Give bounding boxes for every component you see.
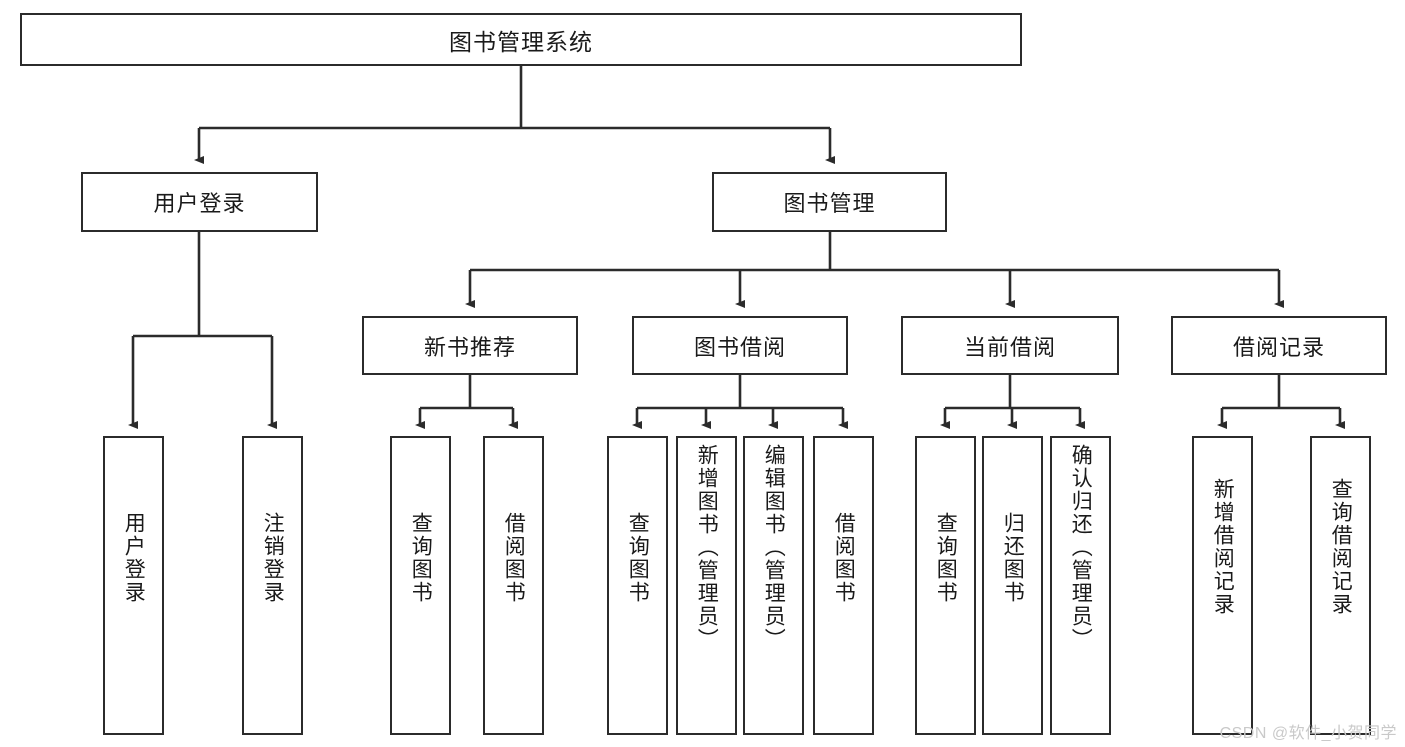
leaf-label: 借阅图书 [832, 512, 856, 604]
leaf-query-book-2[interactable]: 查询图书 [607, 436, 668, 735]
leaf-query-book-1[interactable]: 查询图书 [390, 436, 451, 735]
leaf-label: 新增图书（管理员） [695, 444, 719, 651]
leaf-logout[interactable]: 注销登录 [242, 436, 303, 735]
node-user-login[interactable]: 用户登录 [81, 172, 318, 232]
leaf-label: 用户登录 [122, 512, 146, 604]
node-book-manage[interactable]: 图书管理 [712, 172, 947, 232]
node-new-book-rec[interactable]: 新书推荐 [362, 316, 578, 375]
leaf-borrow-book-2[interactable]: 借阅图书 [813, 436, 874, 735]
leaf-label: 查询图书 [934, 512, 958, 604]
leaf-label: 确认归还（管理员） [1069, 444, 1093, 651]
leaf-confirm-return[interactable]: 确认归还（管理员） [1050, 436, 1111, 735]
leaf-label: 借阅图书 [502, 512, 526, 604]
node-borrow-record[interactable]: 借阅记录 [1171, 316, 1387, 375]
node-label: 用户登录 [153, 191, 246, 216]
leaf-borrow-book-1[interactable]: 借阅图书 [483, 436, 544, 735]
leaf-label: 查询借阅记录 [1329, 478, 1353, 616]
node-label: 图书管理系统 [449, 28, 593, 55]
leaf-query-record[interactable]: 查询借阅记录 [1310, 436, 1371, 735]
node-label: 图书借阅 [693, 334, 786, 360]
leaf-return-book[interactable]: 归还图书 [982, 436, 1043, 735]
leaf-add-record[interactable]: 新增借阅记录 [1192, 436, 1253, 735]
leaf-label: 归还图书 [1001, 512, 1025, 604]
node-label: 借阅记录 [1232, 334, 1325, 360]
node-book-borrow[interactable]: 图书借阅 [632, 316, 848, 375]
node-root-system[interactable]: 图书管理系统 [20, 13, 1022, 66]
leaf-query-book-3[interactable]: 查询图书 [915, 436, 976, 735]
leaf-label: 编辑图书（管理员） [762, 444, 786, 651]
leaf-add-book[interactable]: 新增图书（管理员） [676, 436, 737, 735]
leaf-label: 查询图书 [409, 512, 433, 604]
node-label: 新书推荐 [423, 334, 516, 360]
node-label: 当前借阅 [963, 334, 1056, 360]
leaf-label: 新增借阅记录 [1211, 478, 1235, 616]
leaf-label: 注销登录 [261, 512, 285, 604]
leaf-label: 查询图书 [626, 512, 650, 604]
leaf-user-login[interactable]: 用户登录 [103, 436, 164, 735]
node-label: 图书管理 [783, 191, 876, 216]
leaf-edit-book[interactable]: 编辑图书（管理员） [743, 436, 804, 735]
node-current-borrow[interactable]: 当前借阅 [901, 316, 1119, 375]
